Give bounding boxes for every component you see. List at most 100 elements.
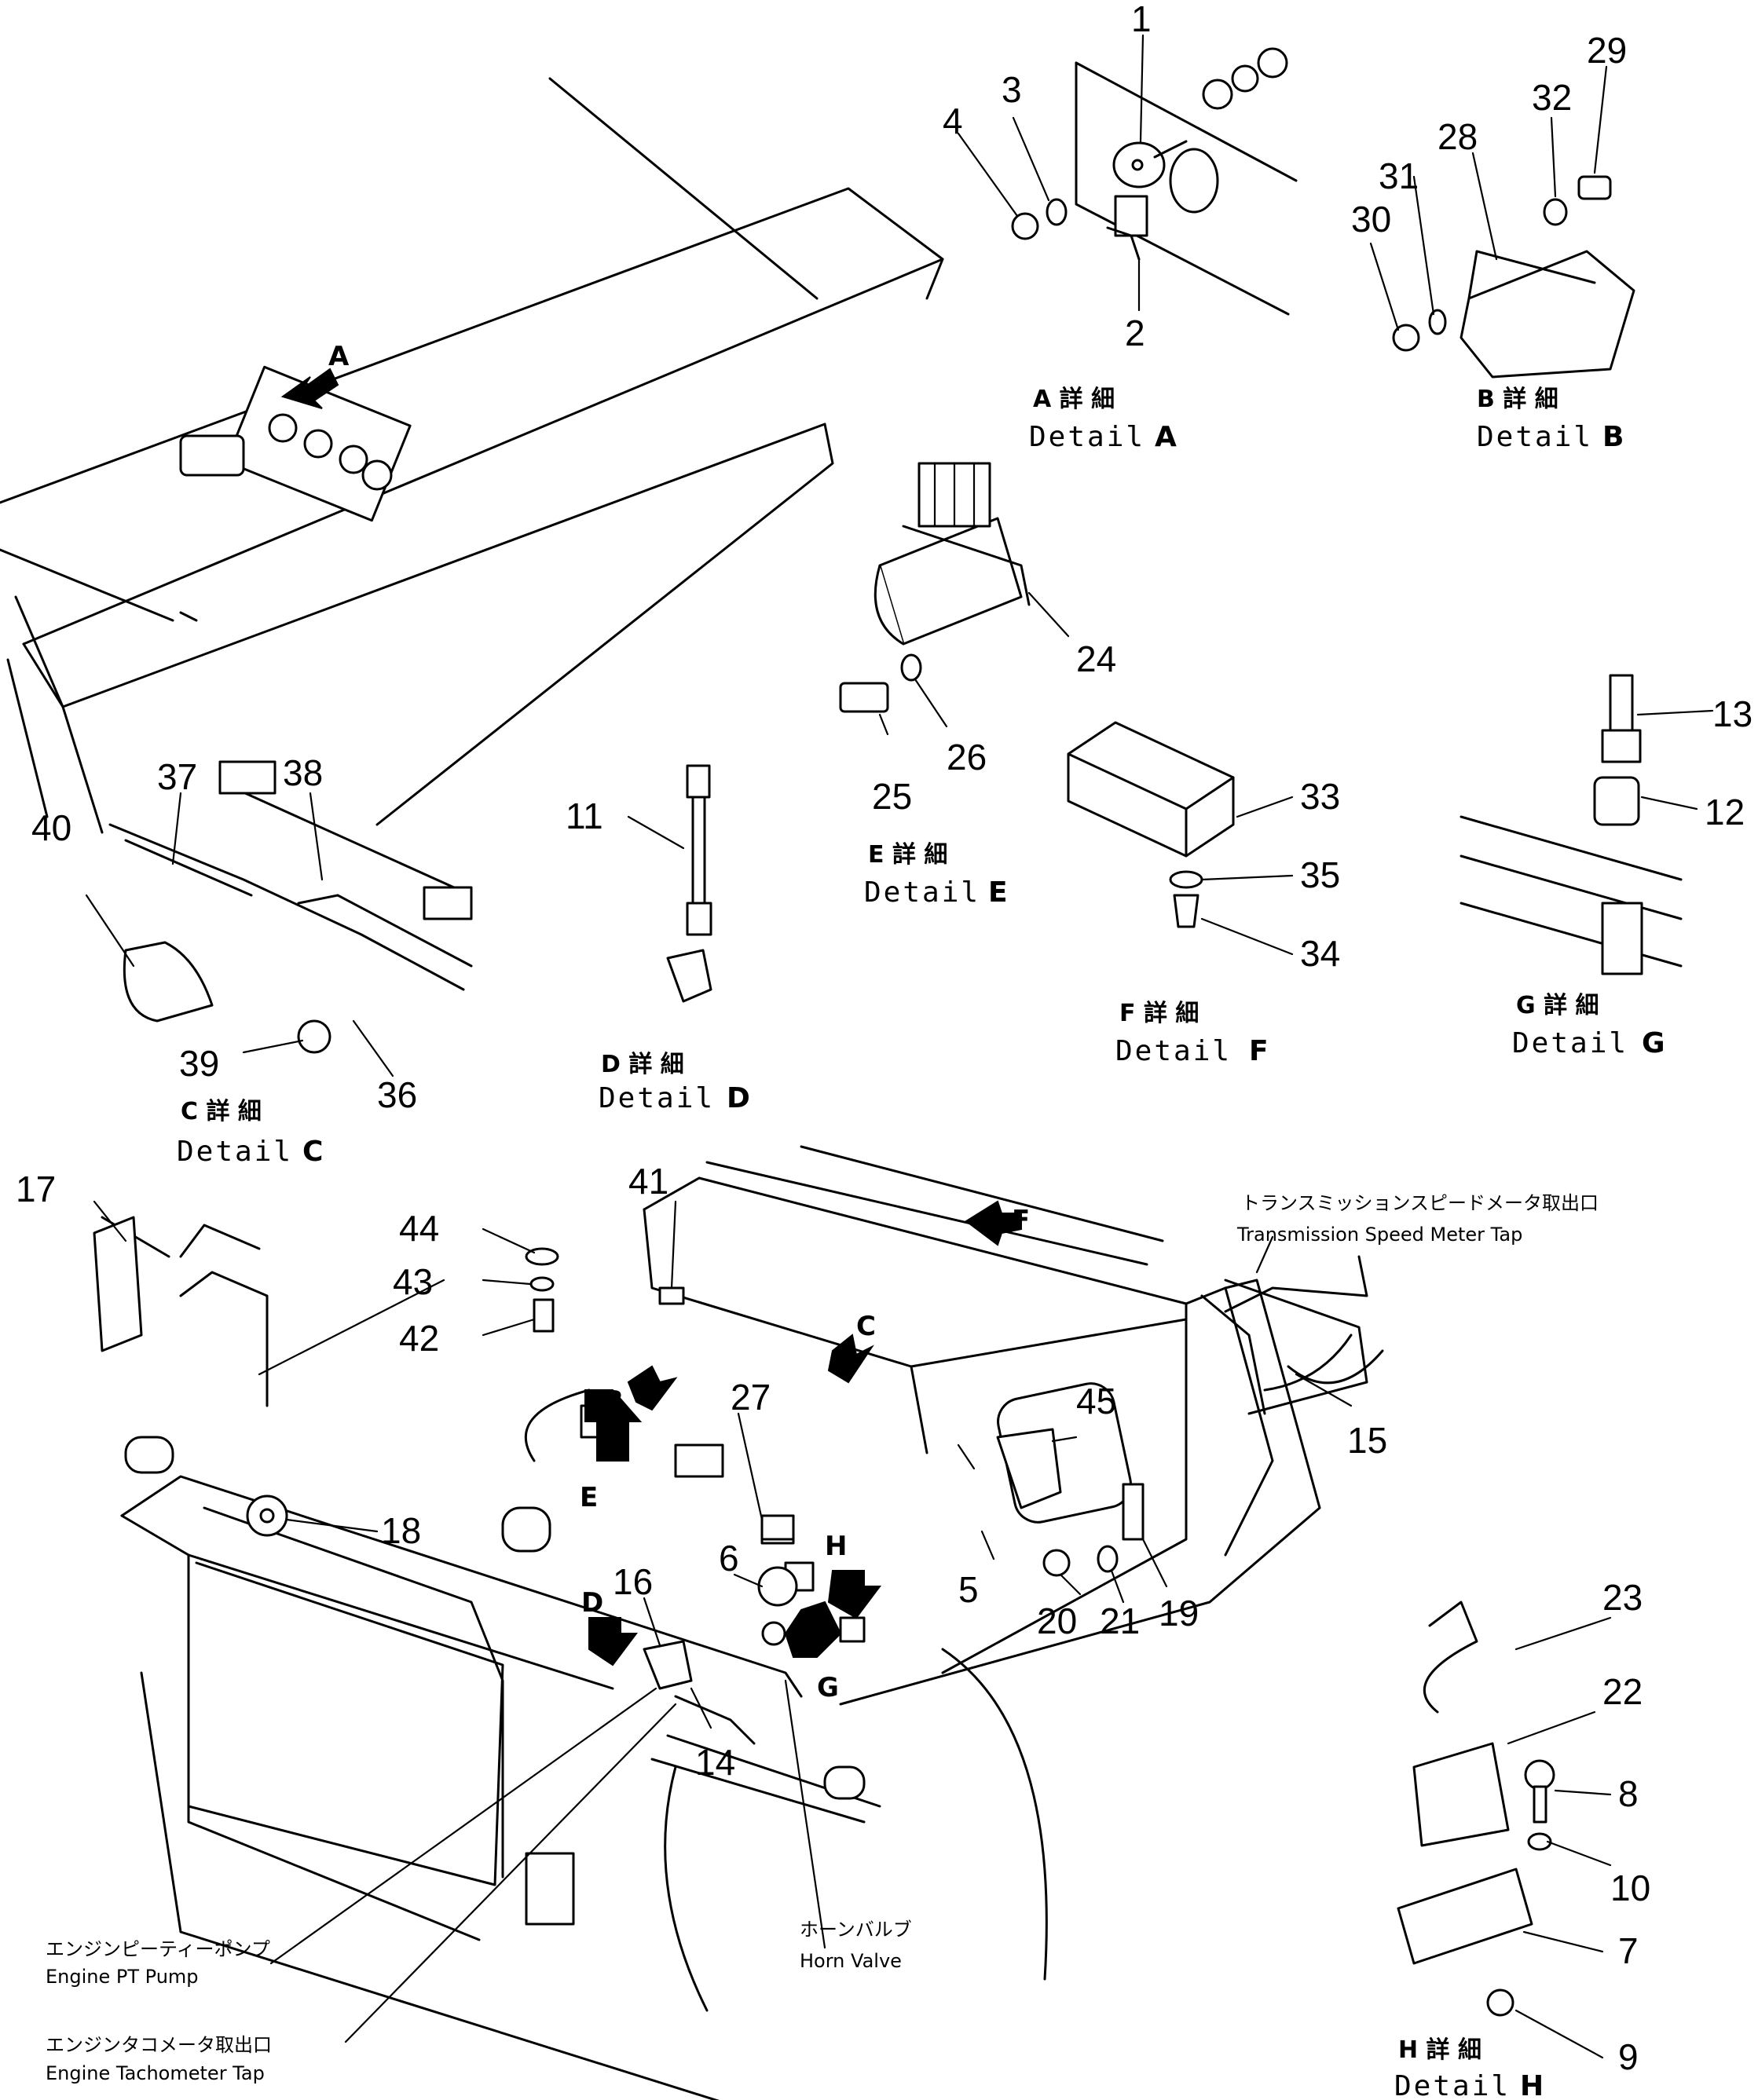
view-arrow-c-label: C: [856, 1311, 876, 1342]
view-arrow-d-label: D: [581, 1587, 603, 1619]
part-number-35: 35: [1300, 854, 1340, 895]
part-number-20: 20: [1037, 1601, 1077, 1641]
part-number-44: 44: [399, 1208, 439, 1249]
part-numbers: 1 2 3 4 5 6 7 8 9 10 11 12 13 14 15 16 1…: [16, 0, 1753, 2077]
part-number-24: 24: [1076, 638, 1116, 679]
part-number-8: 8: [1618, 1773, 1639, 1814]
view-arrow-h-label: H: [825, 1531, 847, 1562]
part-number-38: 38: [283, 752, 323, 793]
part-number-34: 34: [1300, 933, 1340, 974]
part-number-29: 29: [1587, 30, 1627, 71]
detail-e-letter: E: [988, 876, 1008, 909]
detail-f-drawing: [1067, 721, 1235, 928]
detail-g-jp: G 詳 細: [1516, 992, 1599, 1019]
tacho-tap-jp: エンジンタコメータ取出口: [46, 2034, 272, 2056]
part-number-4: 4: [943, 101, 963, 141]
part-number-9: 9: [1618, 2036, 1639, 2077]
detail-c-title: C 詳 細 Detail C: [177, 1098, 323, 1168]
part-number-30: 30: [1351, 199, 1391, 240]
detail-f-letter: F: [1249, 1035, 1269, 1067]
detail-g-en: Detail: [1512, 1027, 1628, 1059]
detail-a-drawing: [1011, 47, 1298, 316]
detail-g-drawing: [1460, 674, 1683, 975]
detail-a-title: A 詳 細 Detail A: [1029, 386, 1177, 453]
part-number-43: 43: [393, 1261, 433, 1302]
view-arrow-d: D: [581, 1587, 638, 1666]
detail-f-title: F 詳 細 Detail F: [1115, 1000, 1269, 1067]
view-arrow-h: H: [825, 1531, 881, 1619]
pt-pump-jp: エンジンピーティーポンプ: [46, 1938, 270, 1960]
detail-b-drawing: [1392, 175, 1635, 379]
detail-b-title: B 詳 細 Detail B: [1477, 386, 1624, 453]
detail-d-drawing: [666, 764, 712, 1003]
part-number-13: 13: [1712, 693, 1753, 734]
part-number-15: 15: [1347, 1420, 1387, 1461]
part-number-11: 11: [566, 796, 603, 836]
part-number-17: 17: [16, 1169, 56, 1209]
view-arrow-f-label: F: [1012, 1205, 1030, 1236]
part-number-40: 40: [31, 807, 71, 848]
leader-lines: [85, 34, 1714, 2059]
part-number-42: 42: [399, 1318, 439, 1359]
part-number-39: 39: [179, 1043, 219, 1084]
detail-b-letter: B: [1602, 421, 1624, 453]
view-arrow-c: C: [827, 1311, 876, 1384]
view-arrow-g-label: G: [817, 1672, 839, 1703]
detail-a-jp: A 詳 細: [1033, 386, 1115, 413]
view-arrow-a-label: A: [328, 341, 350, 372]
part-number-27: 27: [731, 1377, 771, 1418]
horn-valve-en: Horn Valve: [800, 1950, 902, 1972]
part-number-19: 19: [1159, 1593, 1199, 1634]
annotations: トランスミッションスピードメータ取出口 Transmission Speed M…: [46, 1192, 1599, 2084]
trans-tap-en: Transmission Speed Meter Tap: [1236, 1224, 1522, 1246]
tacho-tap-en: Engine Tachometer Tap: [46, 2062, 265, 2084]
detail-b-jp: B 詳 細: [1477, 386, 1558, 413]
detail-h-title: H 詳 細 Detail H: [1394, 2036, 1544, 2100]
detail-h-letter: H: [1520, 2070, 1544, 2100]
detail-e-en: Detail: [864, 876, 980, 909]
part-number-12: 12: [1705, 792, 1745, 832]
detail-g-title: G 詳 細 Detail G: [1512, 992, 1665, 1059]
detail-e-drawing: [839, 462, 1031, 713]
part-number-14: 14: [695, 1742, 735, 1783]
part-number-33: 33: [1300, 776, 1340, 817]
lower-assembly-drawing: [93, 1145, 1384, 2100]
view-arrow-e-label: E: [580, 1482, 598, 1513]
part-number-22: 22: [1602, 1671, 1643, 1712]
view-arrow-e: E: [580, 1389, 643, 1513]
part-number-5: 5: [958, 1569, 979, 1610]
detail-d-title: D 詳 細 Detail D: [599, 1051, 750, 1114]
part-number-32: 32: [1532, 77, 1572, 118]
part-number-1: 1: [1131, 0, 1152, 39]
part-number-18: 18: [381, 1510, 421, 1551]
detail-d-jp: D 詳 細: [601, 1051, 684, 1078]
part-number-3: 3: [1002, 69, 1022, 110]
part-number-23: 23: [1602, 1577, 1643, 1618]
part-number-21: 21: [1100, 1601, 1140, 1641]
horn-valve-jp: ホーンバルブ: [800, 1919, 912, 1941]
detail-c-letter: C: [302, 1136, 323, 1168]
detail-c-jp: C 詳 細: [181, 1098, 262, 1125]
view-arrows: A B C D E F G H: [280, 341, 1030, 1703]
detail-g-letter: G: [1642, 1027, 1665, 1059]
detail-b-en: Detail: [1477, 421, 1593, 453]
view-arrow-a: A: [280, 341, 350, 409]
part-number-41: 41: [628, 1161, 668, 1202]
part-number-16: 16: [613, 1561, 653, 1602]
detail-c-drawing: [108, 760, 473, 1054]
upper-frame-drawing: [0, 77, 944, 834]
part-number-37: 37: [157, 756, 197, 797]
part-number-25: 25: [872, 776, 912, 817]
part-number-26: 26: [947, 737, 987, 777]
detail-f-jp: F 詳 細: [1119, 1000, 1199, 1027]
detail-a-en: Detail: [1029, 421, 1145, 453]
detail-h-en: Detail: [1394, 2070, 1511, 2100]
part-number-6: 6: [719, 1538, 739, 1579]
detail-titles: A 詳 細 Detail A B 詳 細 Detail B C 詳 細 Deta…: [177, 386, 1665, 2100]
detail-d-en: Detail: [599, 1082, 715, 1114]
part-number-2: 2: [1125, 313, 1145, 353]
part-number-45: 45: [1076, 1381, 1116, 1421]
part-number-36: 36: [377, 1074, 417, 1115]
